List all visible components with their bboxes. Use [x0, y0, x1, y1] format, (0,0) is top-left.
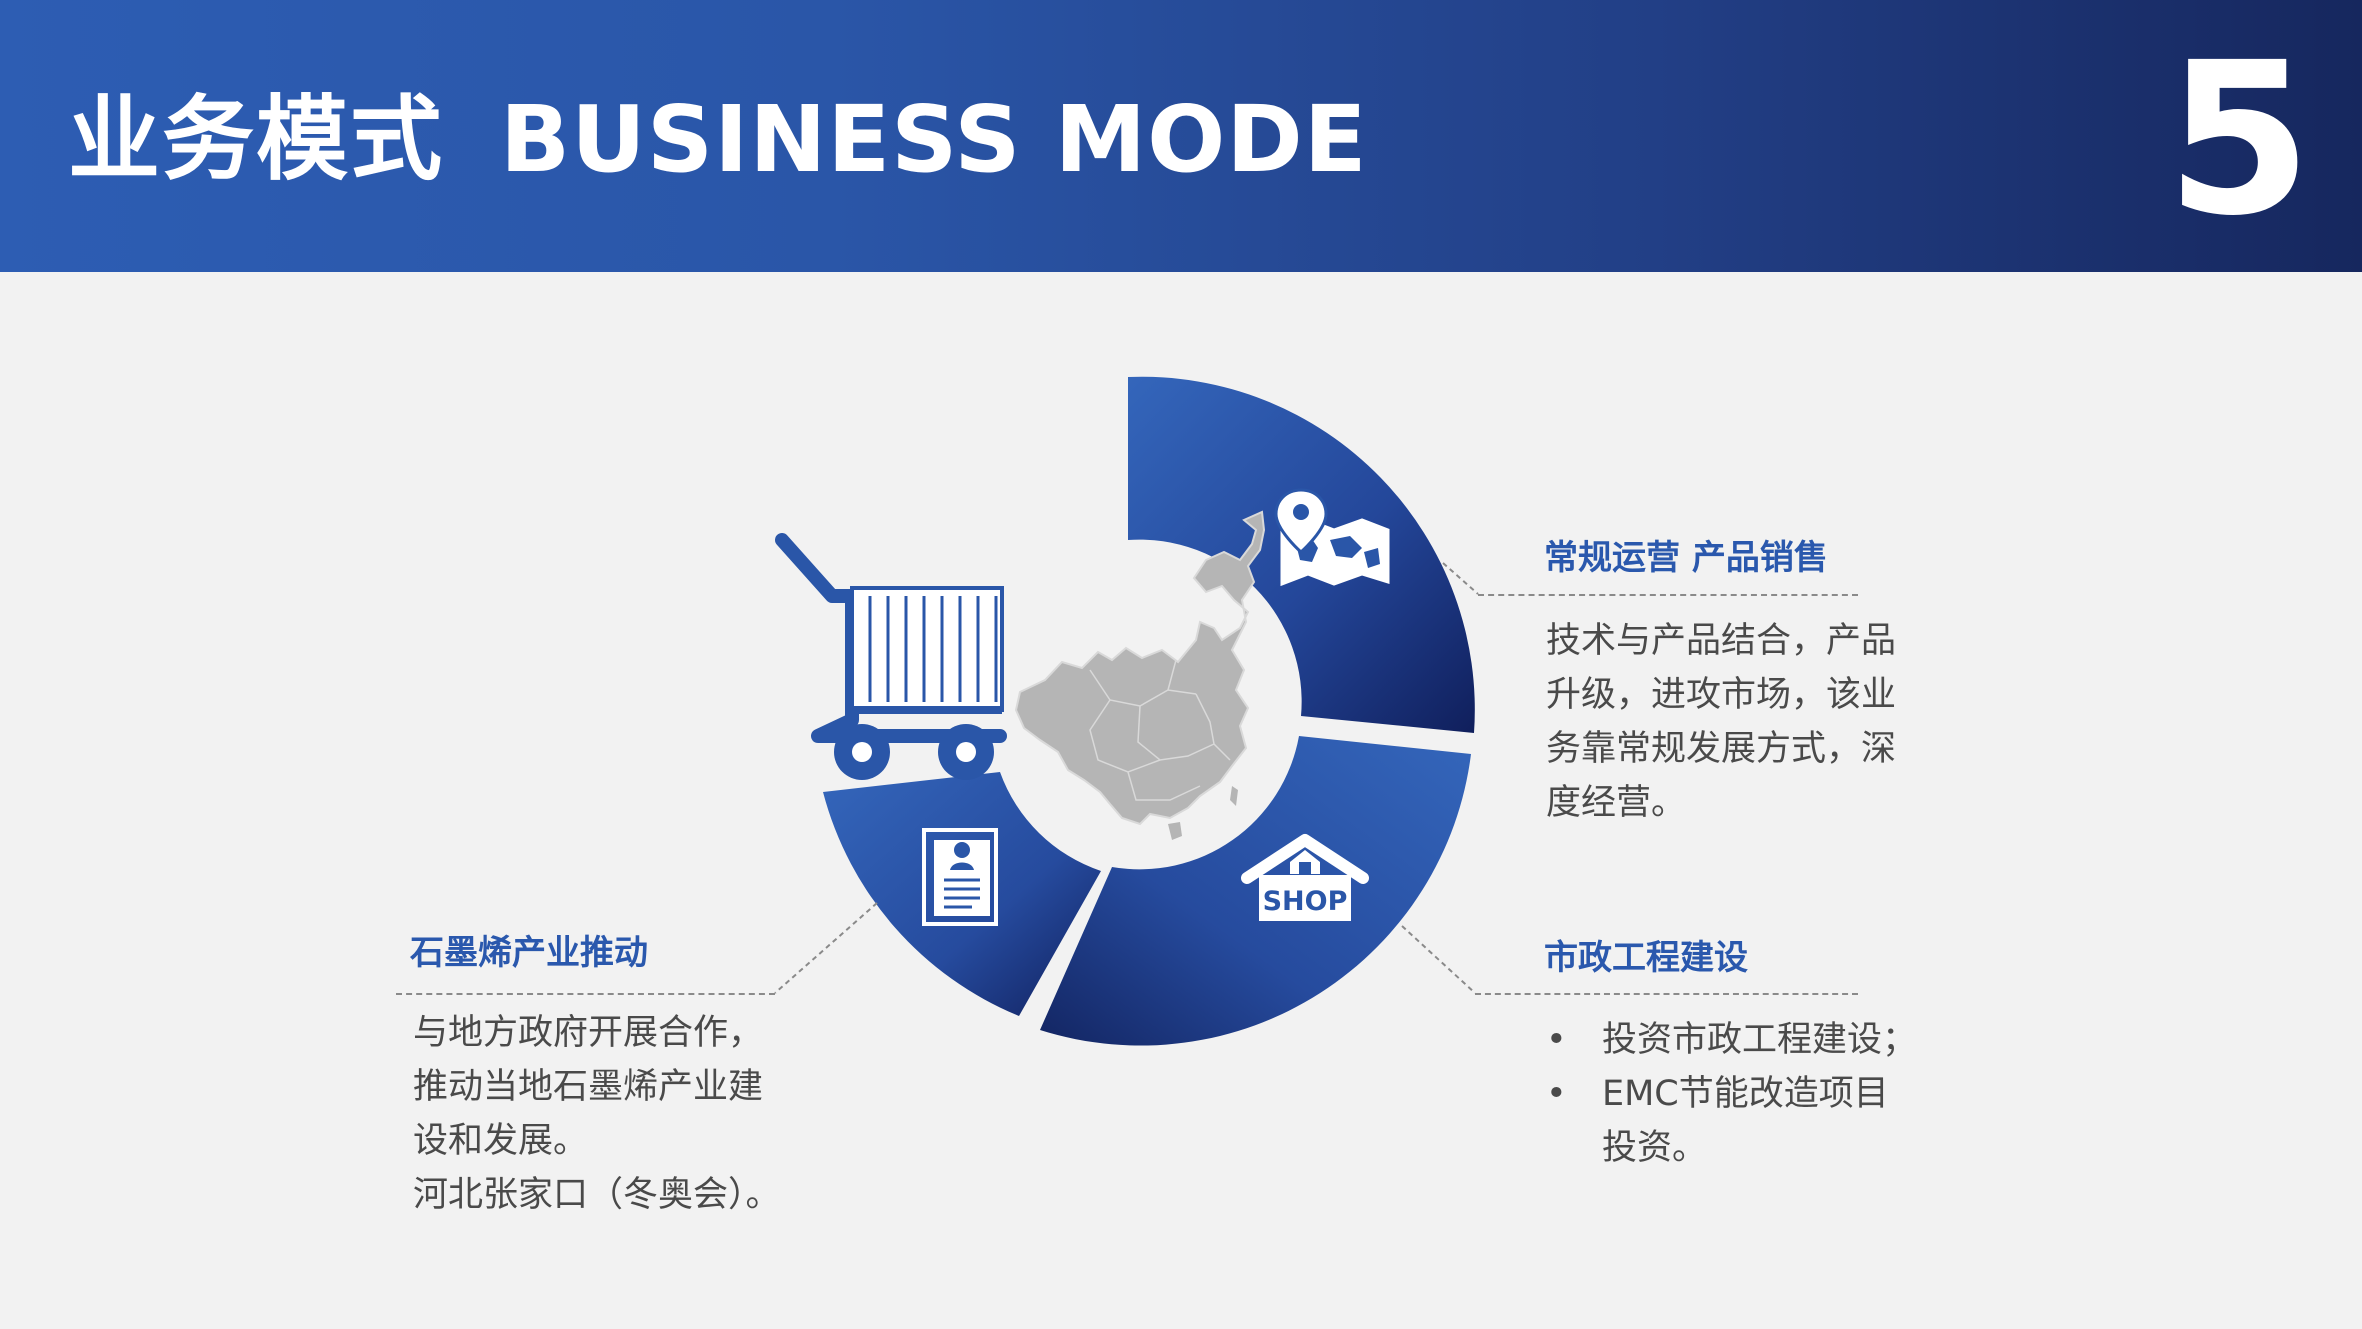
regular-ops-title: 常规运营 产品销售: [1544, 538, 1828, 578]
graphene-description: 与地方政府开展合作， 推动当地石墨烯产业建 设和发展。 河北张家口（冬奥会）。: [413, 1006, 833, 1222]
graphene-divider: [396, 993, 775, 995]
ring-segment-municipal: [1040, 736, 1471, 1046]
regular-ops-line: 务靠常规发展方式，深: [1546, 729, 1897, 769]
title-chinese: 业务模式: [68, 86, 445, 193]
page-number: 5: [2165, 17, 2312, 262]
regular-ops-description: 技术与产品结合，产品 升级，进攻市场，该业 务靠常规发展方式，深 度经营。: [1546, 614, 1926, 830]
municipal-bullet: 投资市政工程建设；: [1546, 1013, 1966, 1067]
regular-ops-line: 技术与产品结合，产品: [1546, 621, 1897, 661]
regular-ops-line: 升级，进攻市场，该业: [1546, 675, 1897, 715]
regular-ops-divider: [1478, 594, 1858, 596]
leader-line-graphene: [774, 902, 878, 994]
shop-label: SHOP: [1263, 886, 1348, 917]
leader-line-regular: [1442, 562, 1479, 595]
graphene-line: 推动当地石墨烯产业建: [413, 1067, 764, 1107]
graphene-line: 与地方政府开展合作，: [413, 1013, 764, 1053]
graphene-title: 石墨烯产业推动: [410, 933, 648, 973]
graphene-line: 设和发展。: [413, 1121, 589, 1161]
municipal-divider: [1475, 993, 1858, 995]
map-pin-icon: [1274, 488, 1390, 587]
graphene-line: 河北张家口（冬奥会）。: [413, 1175, 781, 1215]
leader-line-municipal: [1401, 925, 1476, 994]
china-map-icon: [1014, 510, 1266, 840]
shopping-cart-icon: [775, 533, 1007, 780]
resume-document-icon: [922, 828, 998, 926]
shop-icon: SHOP: [1241, 834, 1369, 921]
regular-ops-line: 度经营。: [1546, 783, 1687, 823]
page-title: 业务模式 BUSINESS MODE: [68, 70, 1368, 210]
municipal-title: 市政工程建设: [1544, 938, 1748, 978]
title-english: BUSINESS MODE: [500, 86, 1368, 193]
header-banner: 业务模式 BUSINESS MODE 5: [0, 0, 2362, 272]
